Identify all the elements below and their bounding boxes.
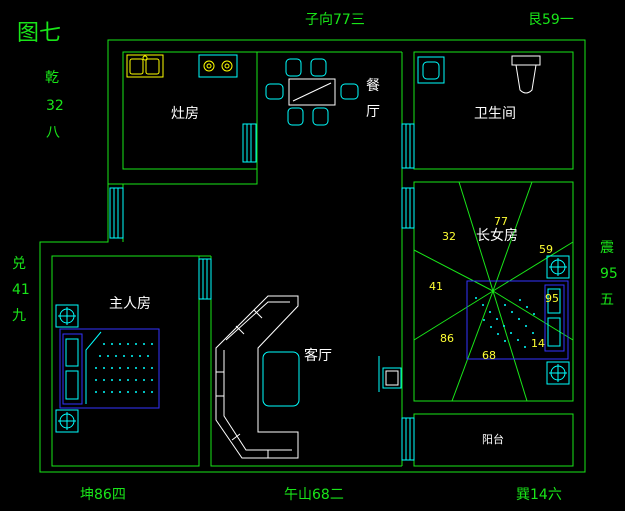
figure-label: 图七 [17, 21, 61, 46]
room-balcony: 阳台 [482, 432, 504, 446]
room-master: 主人房 [109, 296, 151, 312]
room-dining-1: 餐 [366, 78, 380, 94]
compass-west-1: 兑 [12, 256, 26, 272]
compass-northwest-1: 乾 [45, 70, 59, 86]
compass-east-2: 95 [600, 266, 618, 282]
master-nightstand-icon [55, 304, 79, 433]
washbasin-icon [417, 56, 445, 84]
room-living: 客厅 [304, 347, 332, 364]
tv-icon [378, 356, 402, 392]
nightstand-icon [546, 255, 570, 385]
room-bathroom: 卫生间 [474, 106, 516, 122]
master-bed-icon [59, 328, 160, 409]
compass-southeast: 巽14六 [516, 487, 562, 503]
sector-number: 41 [429, 280, 443, 293]
compass-east-3: 五 [600, 292, 614, 308]
stove-icon [198, 54, 238, 78]
room-dining-2: 厅 [366, 104, 380, 120]
room-daughter: 长女房 [476, 227, 518, 244]
compass-northwest-2: 32 [46, 98, 64, 114]
dining-table-icon [265, 58, 359, 126]
sector-number: 59 [539, 243, 553, 256]
sector-number: 14 [531, 337, 545, 350]
sector-number: 95 [545, 292, 559, 305]
doors [109, 123, 415, 461]
compass-southwest: 坤86四 [80, 487, 126, 503]
toilet-icon [511, 55, 541, 94]
kitchen-door [242, 123, 257, 163]
compass-south: 午山68二 [284, 487, 344, 503]
compass-west-2: 41 [12, 282, 30, 298]
sofa-icon [215, 295, 300, 459]
sector-number: 86 [440, 332, 454, 345]
daughter-bed-icon [466, 280, 569, 360]
walls [39, 39, 586, 473]
daughter-door [401, 187, 415, 229]
balcony-door [401, 417, 415, 461]
sink-icon [126, 54, 164, 78]
sector-number: 32 [442, 230, 456, 243]
compass-west-3: 九 [12, 308, 26, 324]
compass-northeast: 艮59一 [528, 12, 574, 28]
bathroom-door [401, 123, 415, 169]
room-kitchen: 灶房 [171, 106, 199, 122]
compass-east-1: 震 [600, 240, 614, 256]
sector-numbers: 77 59 32 41 86 68 14 95 [429, 215, 559, 362]
sector-number: 77 [494, 215, 508, 228]
compass-northwest-3: 八 [46, 125, 60, 141]
master-door [198, 258, 212, 300]
compass-north: 子向77三 [305, 12, 365, 28]
sector-number: 68 [482, 349, 496, 362]
west-window [109, 187, 124, 239]
